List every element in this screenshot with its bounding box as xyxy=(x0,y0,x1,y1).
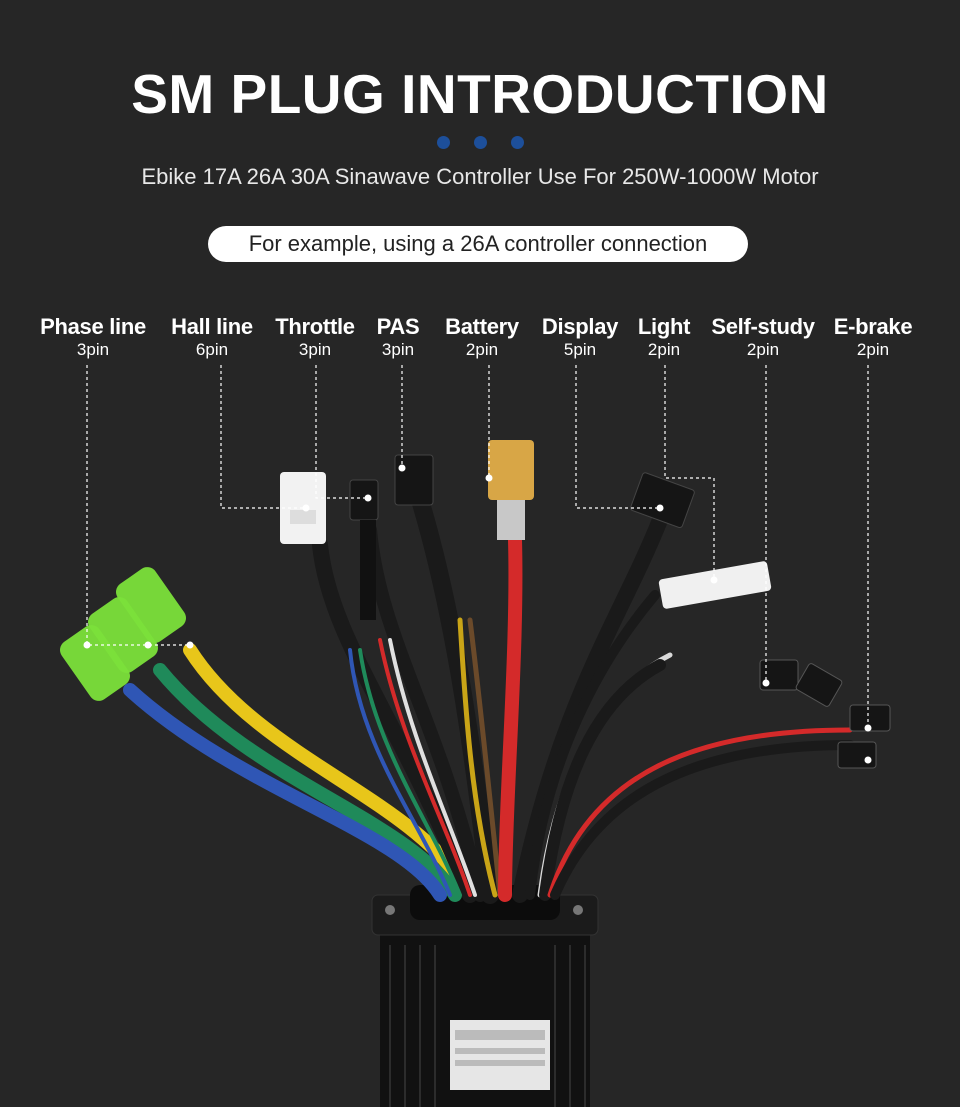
black-2pin-plug-icon xyxy=(759,659,843,707)
controller-box-icon xyxy=(371,885,599,1107)
xt60-plug-icon xyxy=(488,440,534,540)
connector-name: Phase line xyxy=(40,314,146,339)
black-5pin-plug-icon xyxy=(630,472,695,529)
black-3pin-plug-icon xyxy=(394,454,434,506)
black-3pin-plug-icon xyxy=(349,479,379,620)
connector-pins: 2pin xyxy=(647,340,681,359)
subtitle: Ebike 17A 26A 30A Sinawave Controller Us… xyxy=(141,164,819,189)
label-phase-line: Phase line 3pin xyxy=(40,314,146,360)
decor-dots xyxy=(0,136,960,149)
connector-name: E-brake xyxy=(833,314,913,339)
connector-name: Display xyxy=(541,314,619,339)
leader-lines xyxy=(86,365,869,728)
dot-icon xyxy=(473,136,487,149)
label-light: Light 2pin xyxy=(637,314,691,360)
connector-pins: 2pin xyxy=(465,340,499,359)
connector-name: Light xyxy=(637,314,691,339)
black-2pin-plug-icon xyxy=(837,704,891,769)
example-note-pill: For example, using a 26A controller conn… xyxy=(208,226,748,262)
signal-wires xyxy=(312,491,855,904)
leader-end-dots xyxy=(83,464,872,764)
label-self-study: Self-study 2pin xyxy=(711,314,815,360)
connector-name: Throttle xyxy=(275,314,355,339)
label-throttle: Throttle 3pin xyxy=(275,314,355,360)
page-title: SM PLUG INTRODUCTION xyxy=(131,63,829,125)
label-pas: PAS 3pin xyxy=(377,314,420,360)
connector-name: Hall line xyxy=(171,314,253,339)
dot-icon xyxy=(436,136,450,149)
connector-pins: 6pin xyxy=(195,340,229,359)
connector-pins: 2pin xyxy=(856,340,890,359)
bullet-connector-icon xyxy=(60,567,186,701)
white-2pin-plug-icon xyxy=(658,561,772,609)
label-e-brake: E-brake 2pin xyxy=(834,314,913,360)
connector-name: Self-study xyxy=(711,314,815,339)
connector-pins: 2pin xyxy=(746,340,780,359)
connector-pins: 3pin xyxy=(76,340,110,359)
label-hall-line: Hall line 6pin xyxy=(171,314,253,360)
dot-icon xyxy=(510,136,524,149)
label-display: Display 5pin xyxy=(542,314,618,360)
connector-name: PAS xyxy=(376,314,420,339)
connector-pins: 3pin xyxy=(298,340,332,359)
connector-pins: 5pin xyxy=(563,340,597,359)
connector-name: Battery xyxy=(445,314,519,339)
label-battery: Battery 2pin xyxy=(445,314,519,360)
connector-pins: 3pin xyxy=(381,340,415,359)
